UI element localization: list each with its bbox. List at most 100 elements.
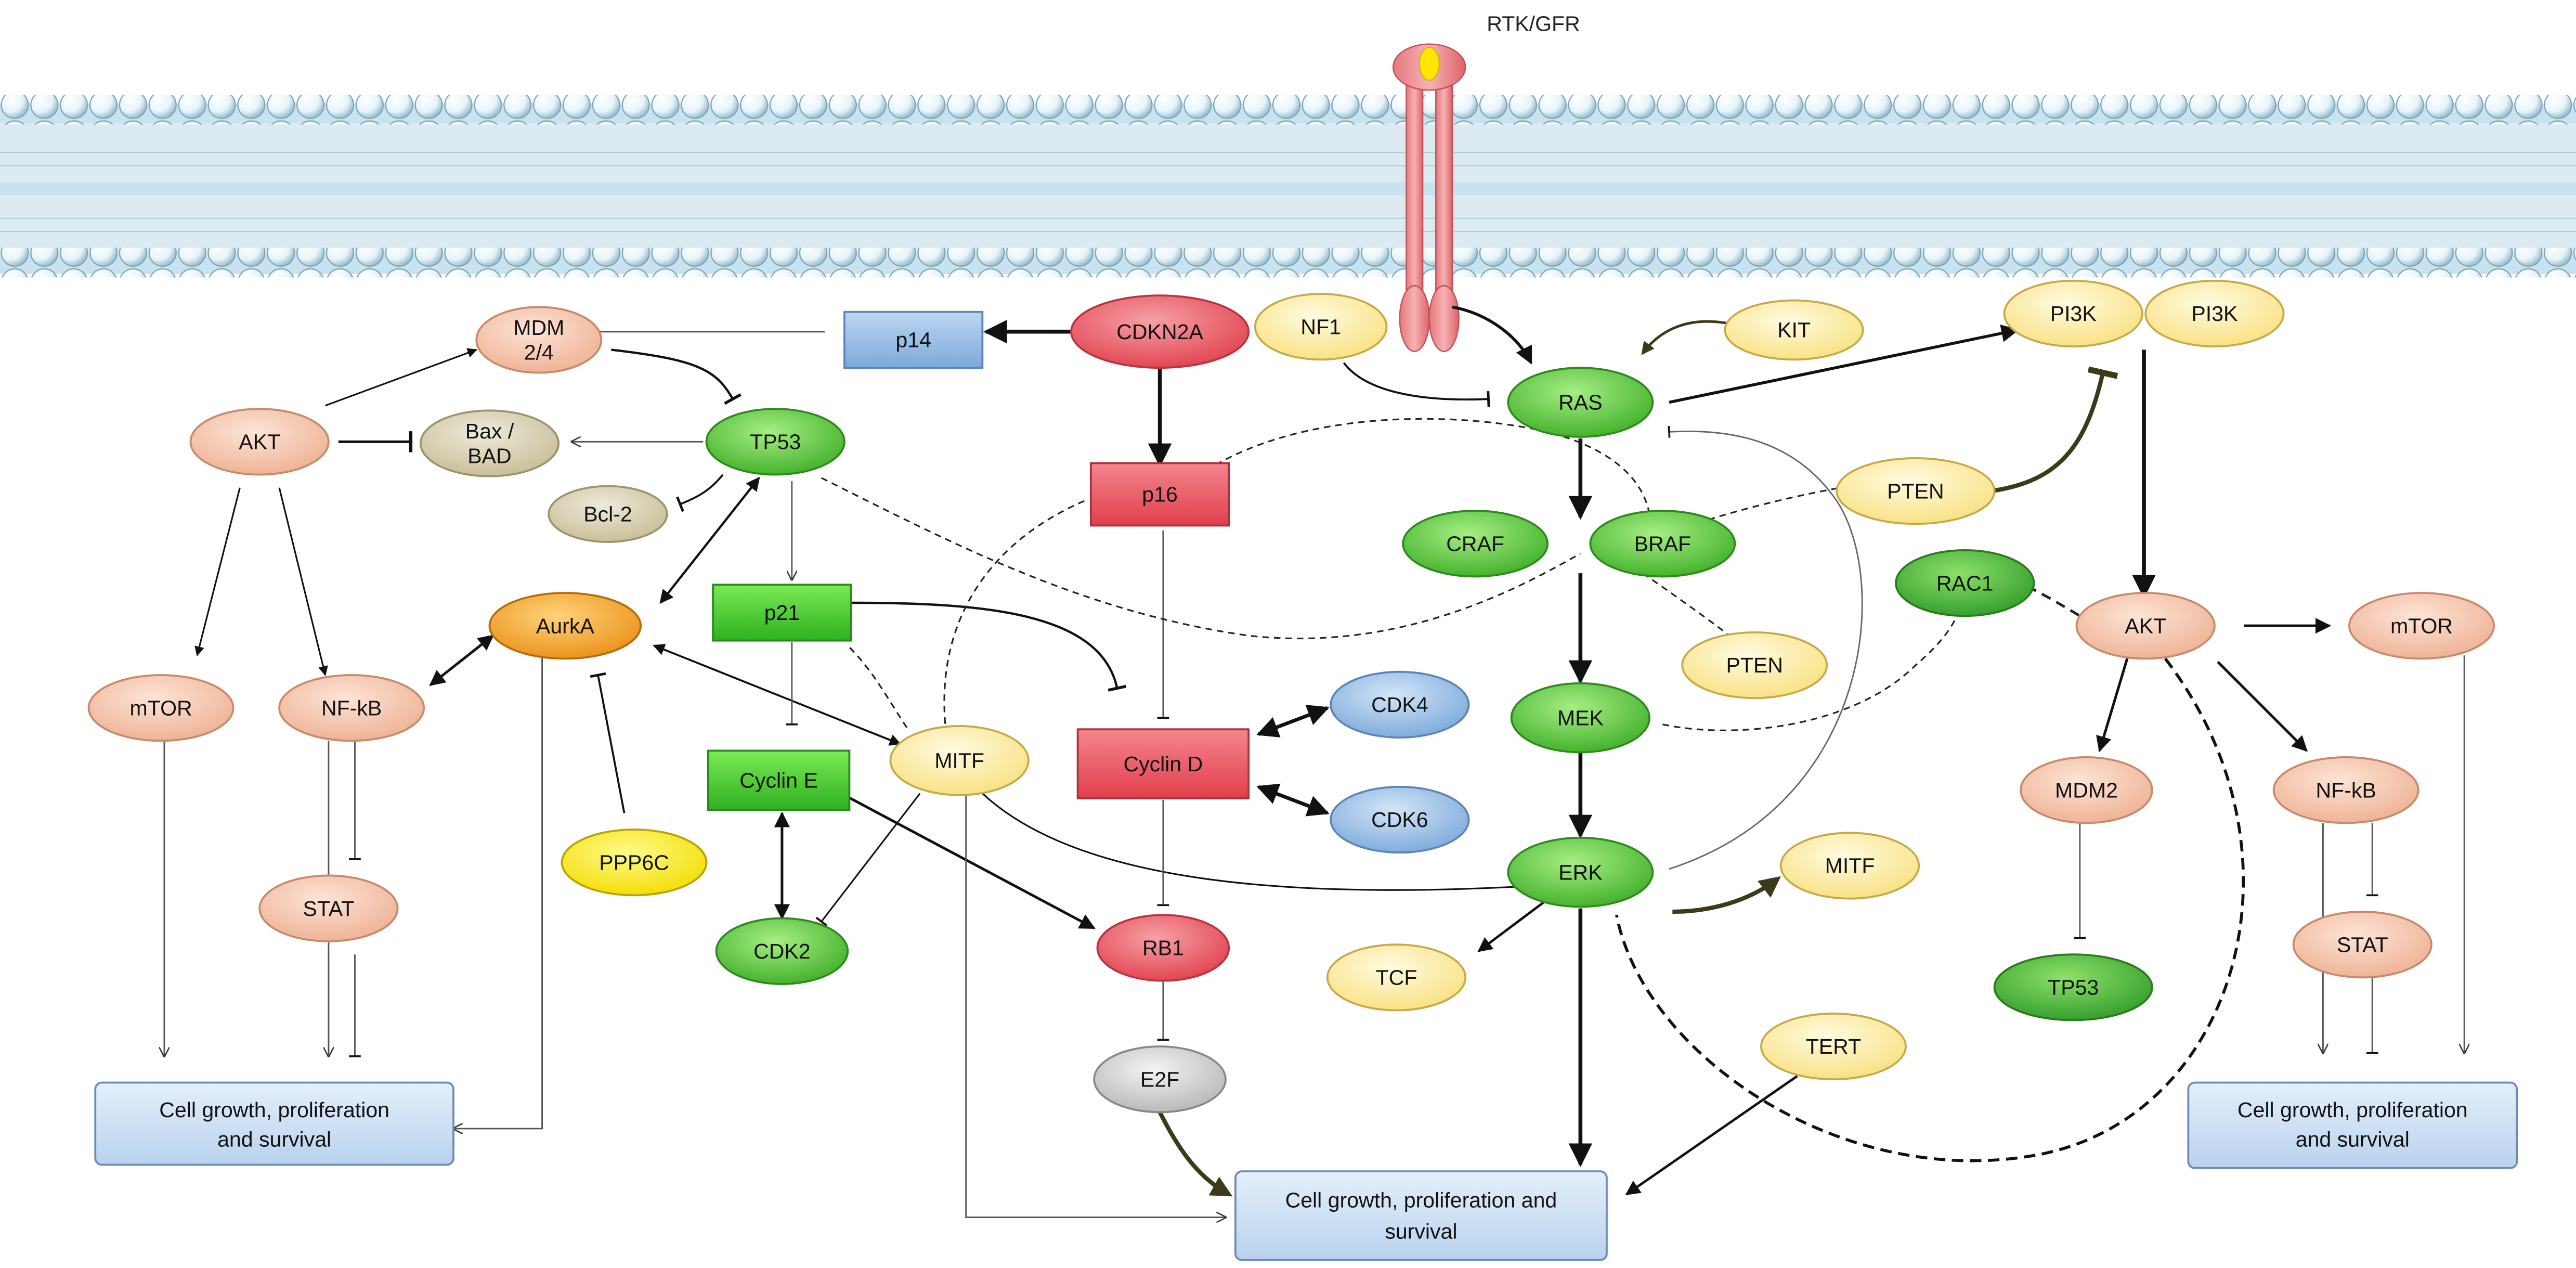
node-pi3k-1: PI3K bbox=[2003, 279, 2143, 347]
node-shape bbox=[707, 749, 851, 811]
inh-mdm24-tp53 bbox=[611, 348, 741, 405]
node-label: mTOR bbox=[130, 696, 192, 720]
node-label: CRAF bbox=[1446, 532, 1504, 555]
node-shape bbox=[1402, 510, 1549, 578]
node-label: BAD bbox=[467, 444, 511, 468]
node-shape bbox=[2348, 592, 2495, 660]
node-mitf-right: MITF bbox=[1779, 832, 1920, 900]
node-shape bbox=[475, 306, 603, 374]
node-shape bbox=[843, 310, 984, 369]
node-ras: RAS bbox=[1507, 367, 1654, 438]
node-cycline: Cyclin E bbox=[707, 749, 851, 811]
node-cyclind: Cyclin D bbox=[1076, 728, 1250, 799]
node-shape bbox=[1070, 294, 1250, 369]
node-mdm24: MDM2/4 bbox=[475, 306, 603, 374]
dash-mek-rac1 bbox=[1662, 612, 1959, 731]
node-label: MITF bbox=[934, 748, 984, 772]
node-shape bbox=[1724, 299, 1864, 361]
node-shape bbox=[488, 592, 642, 660]
node-bcl2: Bcl-2 bbox=[548, 485, 668, 543]
node-cdkn2a: CDKN2A bbox=[1070, 294, 1250, 369]
node-shape bbox=[561, 829, 708, 897]
edge-erk-tcf bbox=[1477, 901, 1545, 952]
outcome-box-left bbox=[94, 1081, 454, 1166]
edge-mitf-cdk2 bbox=[815, 793, 921, 927]
node-tcf: TCF bbox=[1326, 943, 1467, 1012]
node-stat-left: STAT bbox=[258, 874, 399, 942]
edge-nfkb-aurka bbox=[429, 635, 495, 686]
node-shape bbox=[1076, 728, 1250, 799]
node-cdk4: CDK4 bbox=[1330, 670, 1470, 739]
node-shape bbox=[715, 917, 849, 985]
node-shape bbox=[2144, 279, 2285, 347]
node-akt-left: AKT bbox=[189, 408, 330, 476]
node-baxbad: Bax /BAD bbox=[419, 409, 560, 477]
node-akt-right: AKT bbox=[2075, 592, 2216, 660]
node-ppp6c: PPP6C bbox=[561, 829, 708, 897]
inh-erk-ras bbox=[1668, 425, 1863, 870]
node-mitf-left: MITF bbox=[889, 725, 1030, 796]
node-nf1: NF1 bbox=[1254, 293, 1388, 361]
node-label: PI3K bbox=[2191, 302, 2237, 326]
node-aurka: AurkA bbox=[488, 592, 642, 660]
node-nfkb-left: NF-kB bbox=[278, 674, 425, 742]
node-p16: p16 bbox=[1089, 462, 1230, 527]
outcome-box-center bbox=[1234, 1170, 1608, 1261]
node-label: AurkA bbox=[536, 614, 594, 638]
node-label: TERT bbox=[1806, 1034, 1861, 1058]
node-label: MITF bbox=[1825, 854, 1875, 878]
edge-kit-ras bbox=[1641, 320, 1729, 355]
node-label: ERK bbox=[1558, 860, 1602, 884]
node-label: BRAF bbox=[1634, 532, 1692, 555]
node-braf: BRAF bbox=[1589, 510, 1736, 578]
node-label: CDK4 bbox=[1371, 693, 1428, 717]
outcome-box-right bbox=[2187, 1081, 2518, 1169]
node-cdk6: CDK6 bbox=[1330, 785, 1470, 854]
node-label: PPP6C bbox=[599, 850, 669, 874]
node-label: CDKN2A bbox=[1116, 320, 1203, 344]
dash-rac1-akt bbox=[2026, 585, 2081, 617]
dash-p16-braf bbox=[1215, 418, 1650, 514]
node-label: Cyclin E bbox=[739, 768, 818, 792]
node-shape bbox=[2272, 756, 2419, 824]
node-label: mTOR bbox=[2390, 614, 2453, 638]
edge-mitf-cgps bbox=[965, 790, 1226, 1217]
node-shape bbox=[2020, 756, 2153, 824]
edge-akt-mtor-l bbox=[194, 487, 241, 656]
node-shape bbox=[712, 584, 852, 642]
node-shape bbox=[1330, 785, 1470, 854]
edge-e2f-cgps bbox=[1157, 1111, 1233, 1197]
outcome-right-line1: Cell growth, proliferation bbox=[2237, 1098, 2468, 1122]
node-craf: CRAF bbox=[1402, 510, 1549, 578]
node-label: RAS bbox=[1558, 391, 1602, 415]
node-label: CDK2 bbox=[753, 939, 811, 963]
node-shape bbox=[1093, 1045, 1227, 1114]
node-shape bbox=[258, 874, 399, 942]
node-shape bbox=[1330, 670, 1470, 739]
edge-akt-mdm2 bbox=[2096, 652, 2131, 753]
node-shape bbox=[1760, 1012, 1907, 1081]
node-label: NF-kB bbox=[2316, 778, 2376, 802]
node-shape bbox=[1096, 914, 1230, 982]
node-shape bbox=[1507, 367, 1654, 438]
dash-mitf-p21 bbox=[847, 644, 908, 728]
node-label: AKT bbox=[2125, 614, 2166, 638]
node-kit: KIT bbox=[1724, 299, 1864, 361]
receptor-label: RTK/GFR bbox=[1487, 11, 1580, 35]
node-shape bbox=[1254, 293, 1388, 361]
node-pi3k-2: PI3K bbox=[2144, 279, 2285, 347]
node-label: Bax / bbox=[465, 419, 514, 443]
node-shape bbox=[1089, 462, 1230, 527]
node-shape bbox=[189, 408, 330, 476]
edge-akt-nfkb-l bbox=[278, 487, 328, 676]
node-label: PTEN bbox=[1726, 653, 1784, 677]
rtk-gfr-receptor bbox=[1392, 43, 1466, 352]
node-pten-mid: PTEN bbox=[1681, 631, 1828, 700]
node-label: PTEN bbox=[1887, 479, 1944, 503]
edge-akt-nfkb-r bbox=[2217, 661, 2308, 752]
node-mtor-right: mTOR bbox=[2348, 592, 2495, 660]
node-shape bbox=[2003, 279, 2143, 347]
edge-rtk-ras bbox=[1452, 305, 1533, 365]
